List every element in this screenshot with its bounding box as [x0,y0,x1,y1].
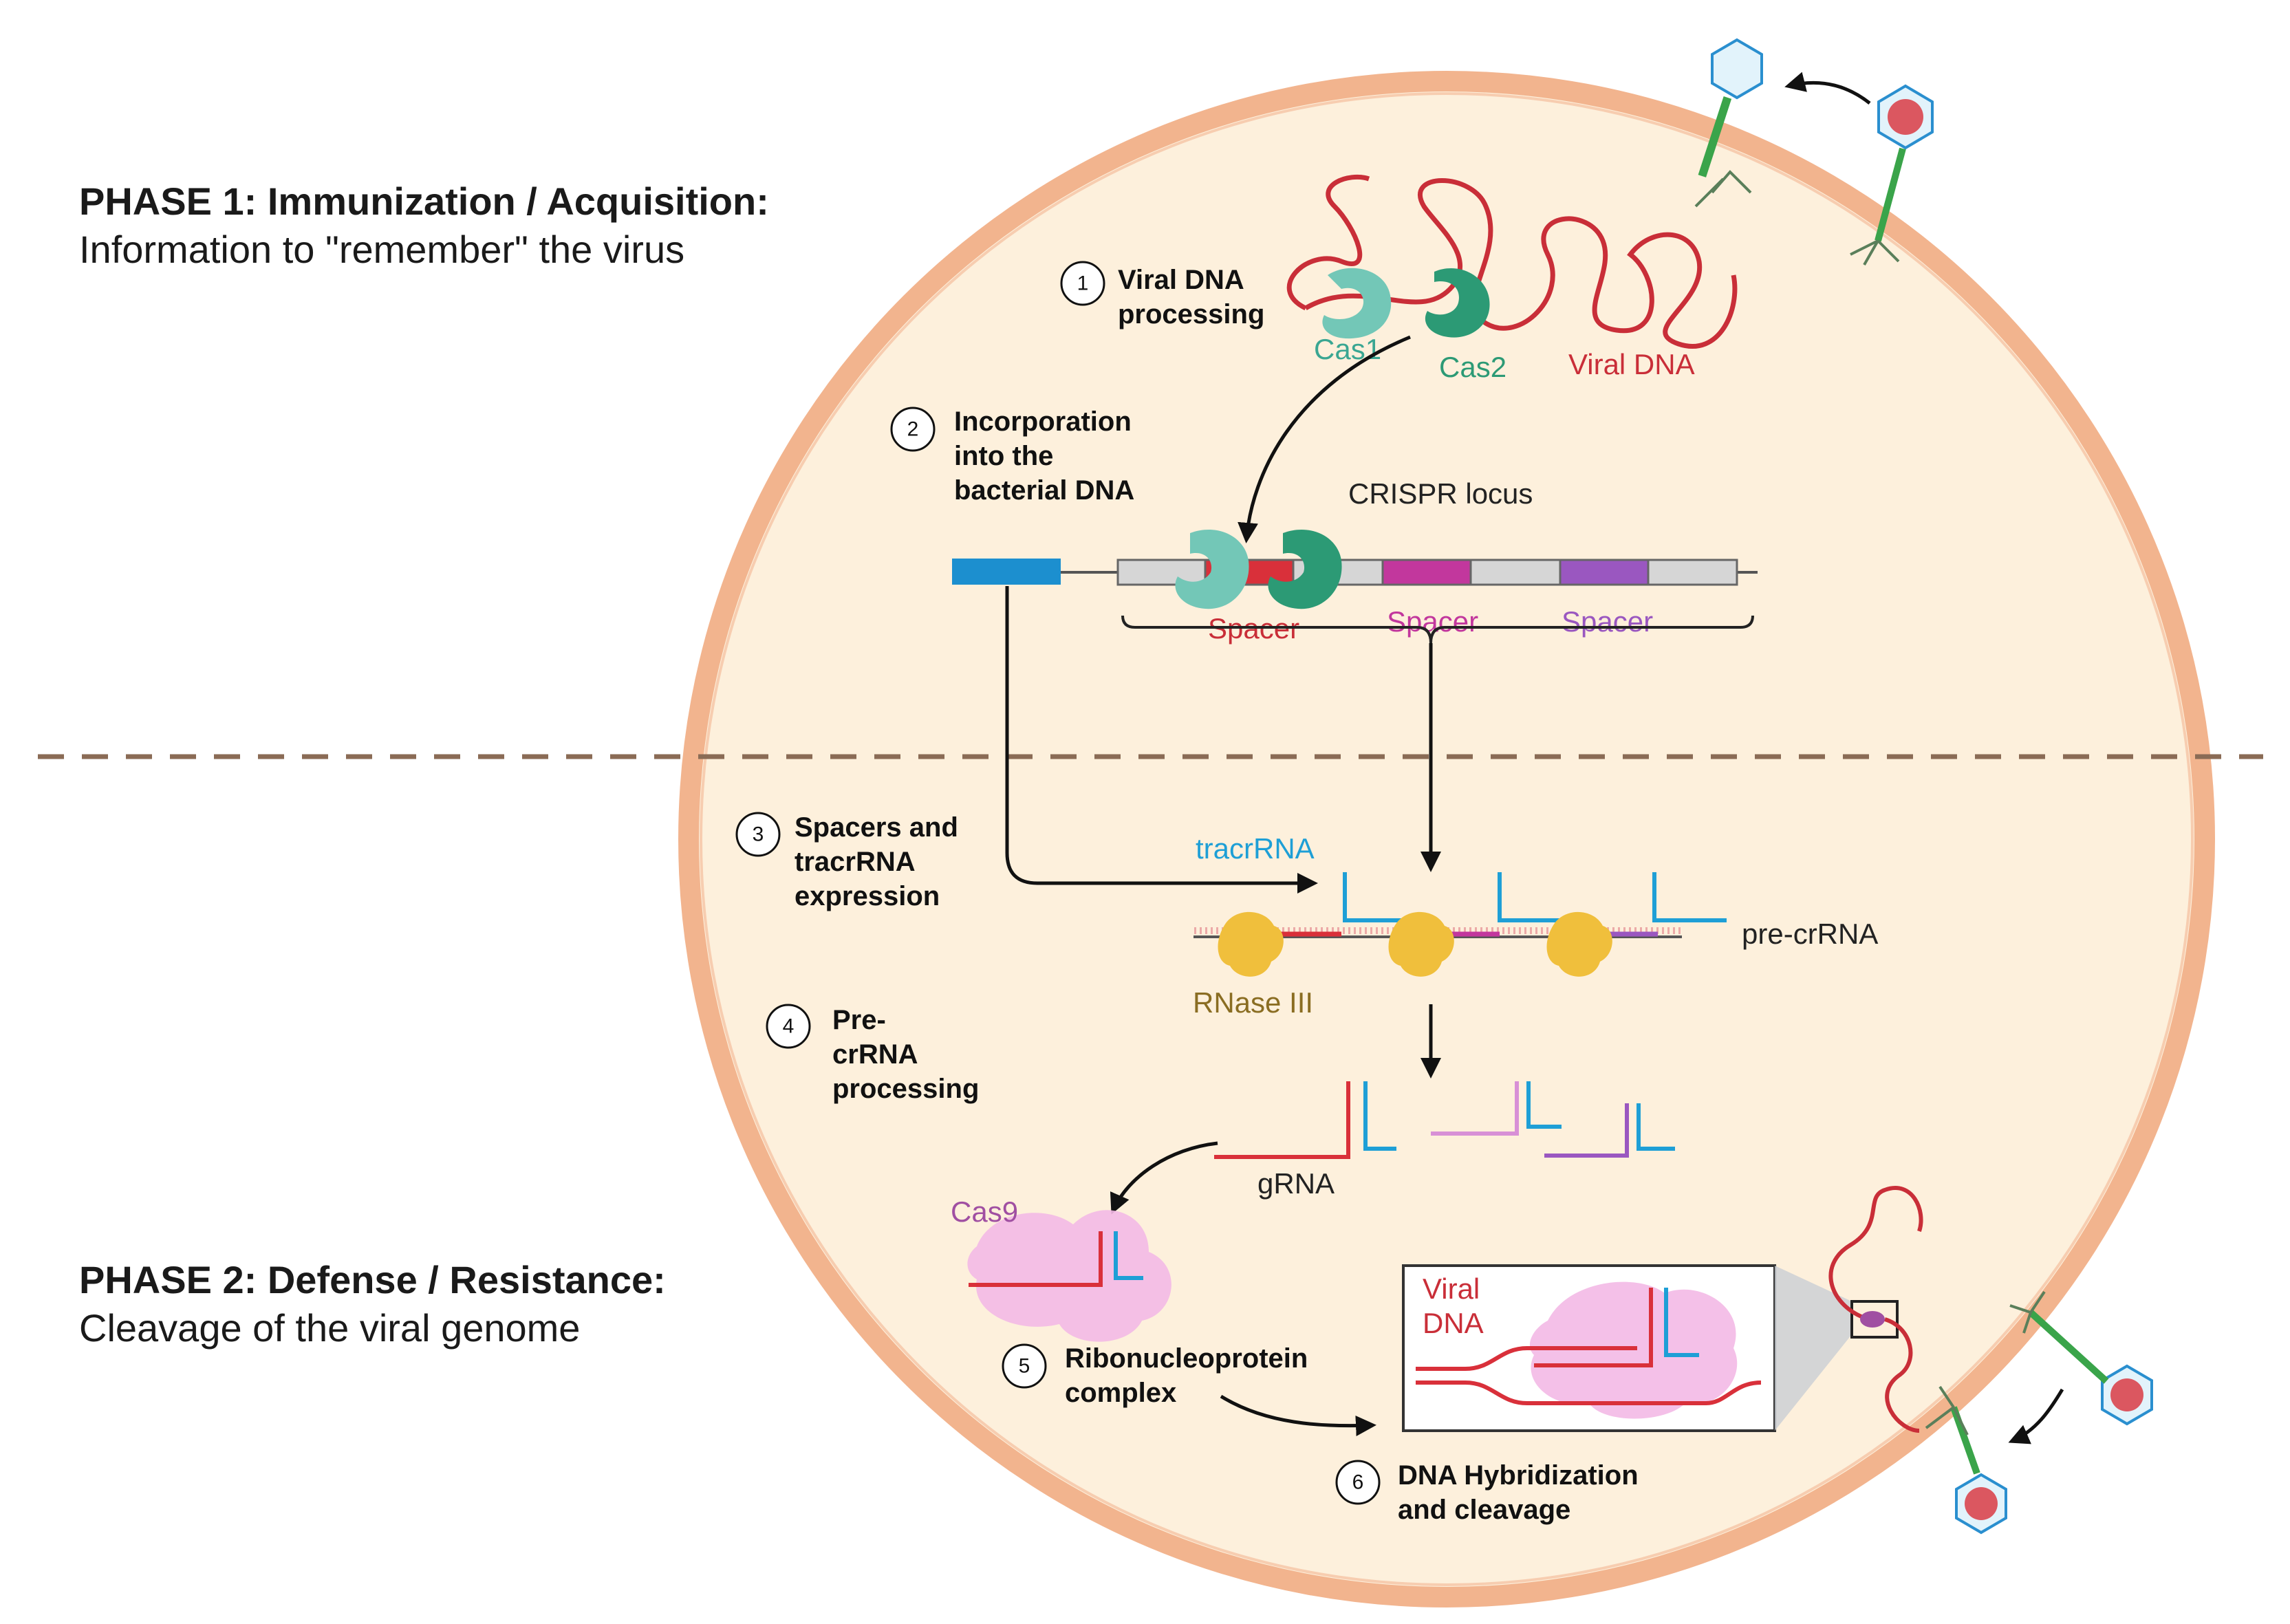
viral-dna-strand [1304,178,1738,349]
cas2-on-locus [1268,529,1342,609]
step-3-number-circle [735,812,781,857]
zoom-source-box [1850,1300,1899,1339]
step-1-line-1: Viral DNA [1118,265,1244,295]
hybridization-inset: Viral DNA [1402,1264,1776,1432]
inset-dna-label: DNA [1423,1307,1484,1339]
tracrrna-2 [1498,872,1575,922]
cas9-protein [967,1210,1171,1342]
grna-3-cr [1544,1103,1629,1158]
step-6-line-2: and cleavage [1398,1495,1570,1525]
step-2-line-3: bacterial DNA [954,475,1134,506]
cas1-label: Cas1 [1314,333,1381,365]
step-6-number-circle [1335,1460,1381,1505]
phase2-subtitle: Cleavage of the viral genome [79,1306,580,1350]
phage-bottom-right [2009,1290,2153,1426]
phage-bottom-left [1925,1385,2007,1535]
step-4: 4 Pre- crRNA processing [766,1004,979,1104]
grna-molecules [1214,1081,1675,1159]
step-3: 3 Spacers and tracrRNA expression [735,812,958,911]
cas2-label: Cas2 [1439,351,1506,383]
tracrrna-1 [1343,872,1417,922]
step-3-line-2: tracrRNA [795,847,916,877]
step-4-line-2: crRNA [832,1039,918,1070]
spacer-magenta [1381,559,1472,586]
rnase-3 [1546,911,1612,977]
pre-crrna [1193,872,1727,977]
viral-dna-inside-2 [1828,1186,1923,1321]
phase1-title: PHASE 1: Immunization / Acquisition: [79,180,769,223]
step-5-number: 5 [1019,1355,1030,1378]
arrow-to-locus [1238,335,1411,543]
cell-inner-ring [700,92,2194,1586]
zoom-connector [1775,1266,1852,1431]
arrow-rnp-to-inset [1220,1394,1376,1436]
step-2-number-circle [890,407,936,452]
arrow-phage-bottom [2008,1388,2064,1444]
rnase-2 [1388,911,1454,977]
crispr-locus: Spacer Spacer Spacer [952,529,1758,645]
rnase-label: RNase III [1193,986,1313,1019]
step-6: 6 DNA Hybridization and cleavage [1335,1460,1639,1525]
grna-2-tracr [1526,1081,1562,1129]
cas2-protein [1425,268,1490,338]
tracrrna-3 [1652,872,1727,922]
phage-top-left [1694,38,1763,208]
step-4-line-3: processing [832,1074,979,1104]
arrow-grna-to-cas9 [1110,1141,1218,1215]
grna-label: gRNA [1257,1167,1335,1200]
arrow-phage-top [1784,72,1871,105]
cas1-protein [1322,268,1392,339]
rnase-1 [1218,911,1284,977]
tracrrna-label: tracrRNA [1196,832,1315,865]
step-2-line-2: into the [954,441,1053,471]
pre-crrna-label: pre-crRNA [1742,918,1878,950]
grna-main-tracr [1363,1081,1396,1151]
viral-dna-label: Viral DNA [1568,348,1695,380]
bacterial-cell [678,71,2215,1607]
viral-dna-tail [1286,174,1370,311]
step-3-line-1: Spacers and [795,812,958,843]
step-5-line-2: complex [1065,1378,1176,1408]
spacer-label-purple: Spacer [1562,605,1653,638]
phase1-subtitle: Information to "remember" the virus [79,228,684,271]
step-1: 1 Viral DNA processing [1060,261,1264,329]
step-5: 5 Ribonucleoprotein complex [1002,1343,1308,1408]
cas1-on-locus [1175,529,1249,609]
grna-3-tracr [1637,1103,1675,1151]
grna-2-cr [1431,1081,1519,1136]
inset-cas9 [1529,1281,1738,1419]
step-4-line-1: Pre- [832,1005,886,1035]
step-1-number-circle [1060,261,1105,306]
step-1-number: 1 [1077,272,1089,295]
cas9-inside-small [1860,1311,1885,1328]
inset-viral-label: Viral [1423,1273,1480,1305]
phage-top-right [1850,84,1934,266]
step-6-line-1: DNA Hybridization [1398,1460,1639,1491]
step-2-line-1: Incorporation [954,407,1132,437]
cas9-label: Cas9 [951,1195,1018,1228]
step-2: 2 Incorporation into the bacterial DNA [890,407,1134,506]
step-4-number: 4 [783,1015,795,1038]
grna-main-cr [1214,1081,1350,1159]
step-3-line-3: expression [795,881,940,911]
step-6-number: 6 [1352,1471,1364,1494]
step-5-line-1: Ribonucleoprotein [1065,1343,1308,1374]
promoter-box [952,559,1061,585]
step-3-number: 3 [753,823,764,846]
step-4-number-circle [766,1004,811,1049]
cas9-complex [967,1210,1171,1342]
arrow-promoter-to-tracr [1005,586,1318,894]
crispr-locus-label: CRISPR locus [1348,477,1533,510]
spacer-purple [1559,559,1650,586]
step-2-number: 2 [907,418,919,441]
phase2-title: PHASE 2: Defense / Resistance: [79,1258,666,1301]
step-5-number-circle [1002,1343,1047,1389]
step-1-line-2: processing [1118,299,1264,329]
